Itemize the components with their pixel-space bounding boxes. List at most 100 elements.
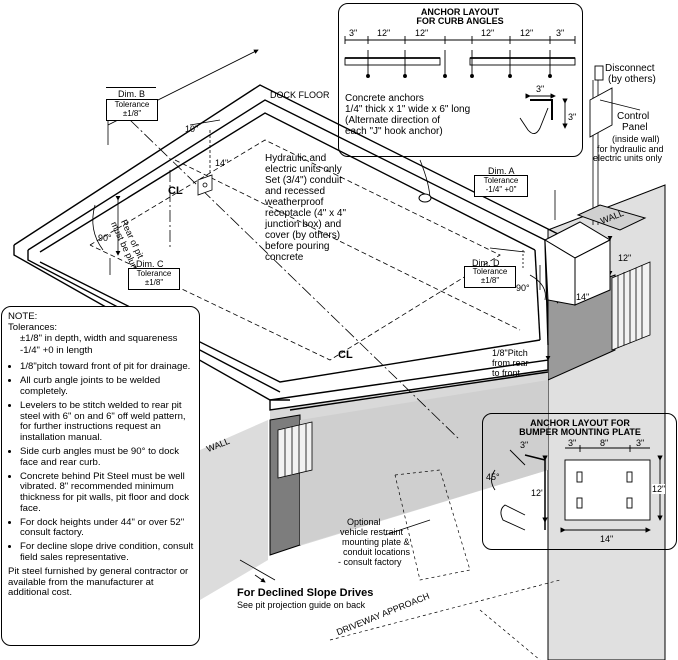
note-item: 1/8"pitch toward front of pit for draina… [20,362,194,373]
dim-b-tol-value: ±1/8" [122,109,142,118]
hydraulic-note-9: before pouring [265,241,330,252]
tolerance-line-2: -1/4" +0 in length [20,344,93,356]
dim-d-tolerance [464,266,516,288]
tolerances-title: Tolerances: [8,321,58,333]
dim-10-label: 10" [185,124,199,134]
bumper-dim-12-right: 12" [652,484,666,494]
hydraulic-note-3: Set (3/4") conduit [265,175,342,186]
dim-d-label: Dim. D [472,258,500,268]
bumper-angle: 45° [486,472,500,482]
dim-a-tol-label: Tolerance [483,176,519,185]
bumper-dim-3a: 3" [520,440,529,450]
pit-outline [13,84,561,411]
dim-c-tolerance [128,268,180,290]
dim-b-tol-label: Tolerance [114,100,150,109]
declined-subtitle: See pit projection guide on back [237,600,366,610]
left-bumper [277,421,313,479]
note-item: For dock heights under 44" or over 52" c… [20,517,194,539]
note-item: Levelers to be stitch welded to rear pit… [20,400,194,443]
restraint-note-5: - consult factory [338,557,402,567]
curb-inset-title-2: FOR CURB ANGLES [416,16,504,26]
hydraulic-note-7: junction box) and [265,219,342,230]
bumper-dim-12-left: 12' [531,488,543,498]
dim-b-box [106,87,156,88]
note-title: NOTE: [8,311,38,322]
hydraulic-note-10: concrete [265,252,304,263]
declined-title: For Declined Slope Drives [237,587,374,599]
curb-dim-4: 12" [481,28,495,38]
dim-14-right: 14" [576,292,590,302]
curb-dim-5: 12" [520,28,534,38]
dim-a-tolerance [474,175,528,197]
angle-90-right: 90° [516,283,530,293]
curb-dim-1: 3" [349,28,358,38]
bumper-dim-8: 8" [600,438,609,448]
conduit-symbol [418,193,432,203]
restraint-note-3: mounting plate & [342,537,410,547]
leader-lines [239,99,641,583]
control-panel-4: for hydraulic and [597,144,664,154]
angle-90-left: 90° [98,233,112,243]
curb-anchor-inset [338,3,583,157]
bumper-anchor-inset [482,413,677,550]
bumper-dim-3b: 3" [568,438,577,448]
note-item: For decline slope drive condition, consu… [20,541,194,563]
note-item: Concrete behind Pit Steel must be well v… [20,471,194,514]
control-panel-1: Control [617,111,650,122]
dim-a-label: Dim. A [488,166,515,176]
dim-c-tol-label: Tolerance [136,269,172,278]
right-bumper [611,261,651,351]
dim-a-tol-value: -1/4" +0" [485,185,517,194]
curb-inset-title-1: ANCHOR LAYOUT [420,7,500,17]
hydraulic-note-1: Hydraulic and [265,153,327,164]
hook-dim-side: 3" [568,112,577,122]
dim-c-label: Dim. C [136,259,164,269]
hydraulic-note-8: cover (by others) [265,230,341,241]
curb-anchor-drawing [344,36,576,134]
note-footer: Pit steel furnished by general contracto… [8,565,189,599]
anchors-line-1: Concrete anchors [345,93,424,104]
control-panel-drawing [589,65,613,138]
bumper-title-1: ANCHOR LAYOUT FOR [530,418,630,428]
curb-dim-2: 12" [377,28,391,38]
anchors-line-4: each "J" hook anchor) [345,126,443,137]
restraint-note-2: vehicle restraint [340,527,404,537]
restraint-note-4: conduit locations [343,547,411,557]
dock-floor-label: DOCK FLOOR [270,90,330,100]
bumper-dim-14: 14" [600,534,614,544]
hydraulic-note-2: electric units only [265,164,342,175]
dim-b-label: Dim. B [118,89,145,99]
note-panel: NOTE: Tolerances: ±1/8" in depth, width … [1,306,200,646]
dim-d-tol-value: ±1/8" [480,276,500,285]
hydraulic-note-4: and recessed [265,186,326,197]
tolerance-line-1: ±1/8" in depth, width and squareness [20,333,178,345]
pit-floor-dashed [89,139,521,361]
junction-box [197,174,213,196]
bumper-anchor-drawing [491,445,663,533]
dim-d-tol-label: Tolerance [472,267,508,276]
disconnect-line-1: Disconnect [605,63,655,74]
hook-dim-top: 3" [536,84,545,94]
pitch-note-1: 1/8"Pitch [492,348,528,358]
anchors-line-3: (Alternate direction of [345,115,441,126]
right-wall-box [543,204,647,306]
note-item: Side curb angles must be 90° to dock fac… [20,446,194,468]
hydraulic-note-5: weatherproof [265,197,324,208]
restraint-note-1: Optional [347,517,381,527]
dim-14-label: 14" [215,158,229,168]
pitch-note-2: from rear [492,358,529,368]
centerline-main: CL [338,349,353,361]
centerline-left: CL [168,185,183,197]
curb-dim-3: 12" [415,28,429,38]
dim-b-tolerance [106,99,158,121]
driveway-dashed [329,469,561,660]
note-item: All curb angle joints to be welded compl… [20,376,194,397]
bumper-title-2: BUMPER MOUNTING PLATE [519,427,641,437]
centerlines [129,119,461,441]
hydraulic-note-6: receptacle (4" x 4" [265,208,347,219]
disconnect-line-2: (by others) [608,74,656,85]
control-panel-5: electric units only [593,153,663,163]
curb-dim-6: 3" [556,28,565,38]
pitch-note-3: to front [492,368,521,378]
